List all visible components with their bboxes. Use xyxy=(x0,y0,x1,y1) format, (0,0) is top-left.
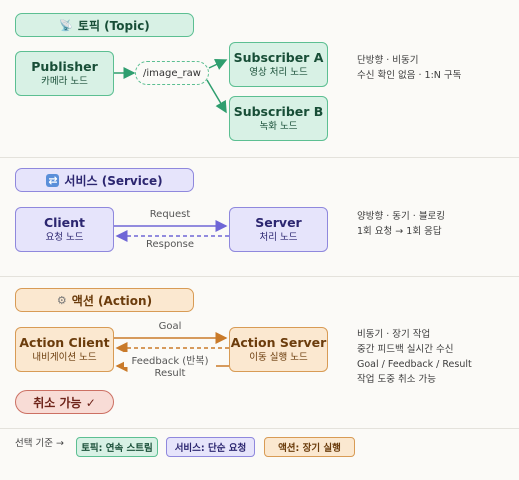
repeat-icon: ⇄ xyxy=(46,173,60,187)
action-note: 중간 피드백 실시간 수신 xyxy=(357,344,454,355)
legend-chip-topic: 토픽: 연속 스트림 xyxy=(76,437,158,457)
subscriber-a-node: Subscriber A 영상 처리 노드 xyxy=(229,42,328,87)
service-note: 양방향 · 동기 · 블로킹 xyxy=(357,211,446,222)
action-server-subtitle: 이동 실행 노드 xyxy=(249,352,308,363)
topic-header-label: 토픽 (Topic) xyxy=(77,18,150,33)
action-client-subtitle: 내비게이션 노드 xyxy=(32,352,97,363)
action-server-node: Action Server 이동 실행 노드 xyxy=(229,327,328,372)
legend-chip-label: 토픽: 연속 스트림 xyxy=(81,443,153,454)
publisher-title: Publisher xyxy=(31,59,98,74)
subscriber-a-title: Subscriber A xyxy=(233,50,324,65)
channel-to-subscriber-a-arrow xyxy=(208,59,228,70)
action-notes: 비동기 · 장기 작업 중간 피드백 실시간 수신 Goal / Feedbac… xyxy=(357,327,517,387)
action-header-label: 액션 (Action) xyxy=(71,293,153,308)
subscriber-a-subtitle: 영상 처리 노드 xyxy=(249,67,308,78)
gear-icon: ⚙ xyxy=(56,293,67,307)
response-label: Response xyxy=(145,239,195,250)
legend-chip-action: 액션: 장기 실행 xyxy=(264,437,355,457)
server-node: Server 처리 노드 xyxy=(229,207,328,252)
subscriber-b-subtitle: 녹화 노드 xyxy=(259,121,298,132)
satellite-icon: 📡 xyxy=(59,18,73,32)
client-subtitle: 요청 노드 xyxy=(45,232,84,243)
subscriber-b-node: Subscriber B 녹화 노드 xyxy=(229,96,328,141)
publisher-subtitle: 카메라 노드 xyxy=(41,76,88,87)
cancel-badge-label: 취소 가능 ✓ xyxy=(33,395,96,410)
section-divider xyxy=(0,276,519,277)
service-header: ⇄ 서비스 (Service) xyxy=(15,168,194,192)
publisher-node: Publisher 카메라 노드 xyxy=(15,51,114,96)
legend-chip-service: 서비스: 단순 요청 xyxy=(166,437,255,457)
result-label: Result xyxy=(154,368,186,379)
service-notes: 양방향 · 동기 · 블로킹 1회 요청 → 1회 응답 xyxy=(357,209,517,239)
channel-to-subscriber-b-arrow xyxy=(206,79,227,114)
legend-chip-label: 액션: 장기 실행 xyxy=(278,443,341,454)
request-label: Request xyxy=(149,209,191,220)
action-header: ⚙ 액션 (Action) xyxy=(15,288,194,312)
action-note: 비동기 · 장기 작업 xyxy=(357,329,431,340)
action-note: Goal / Feedback / Result xyxy=(357,359,472,370)
action-server-title: Action Server xyxy=(230,335,327,350)
topic-note: 수신 확인 없음 · 1:N 구독 xyxy=(357,70,462,81)
feedback-label: Feedback (반복) xyxy=(124,352,216,367)
client-title: Client xyxy=(43,215,86,230)
goal-label: Goal xyxy=(158,321,182,332)
legend-prefix: 선택 기준 → xyxy=(15,438,64,449)
legend-chip-label: 서비스: 단순 요청 xyxy=(174,443,247,454)
topic-channel-label: /image_raw xyxy=(143,67,201,79)
topic-notes: 단방향 · 비동기 수신 확인 없음 · 1:N 구독 xyxy=(357,53,517,83)
topic-header: 📡 토픽 (Topic) xyxy=(15,13,194,37)
service-header-label: 서비스 (Service) xyxy=(64,173,163,188)
topic-note: 단방향 · 비동기 xyxy=(357,55,419,66)
action-client-node: Action Client 내비게이션 노드 xyxy=(15,327,114,372)
section-divider xyxy=(0,157,519,158)
server-title: Server xyxy=(255,215,302,230)
topic-channel: /image_raw xyxy=(135,61,209,85)
action-note: 작업 도중 취소 가능 xyxy=(357,374,436,385)
subscriber-b-title: Subscriber B xyxy=(233,104,324,119)
service-note: 1회 요청 → 1회 응답 xyxy=(357,226,442,237)
action-client-title: Action Client xyxy=(19,335,110,350)
server-subtitle: 처리 노드 xyxy=(259,232,298,243)
section-divider xyxy=(0,428,519,429)
cancel-badge: 취소 가능 ✓ xyxy=(15,390,114,414)
client-node: Client 요청 노드 xyxy=(15,207,114,252)
